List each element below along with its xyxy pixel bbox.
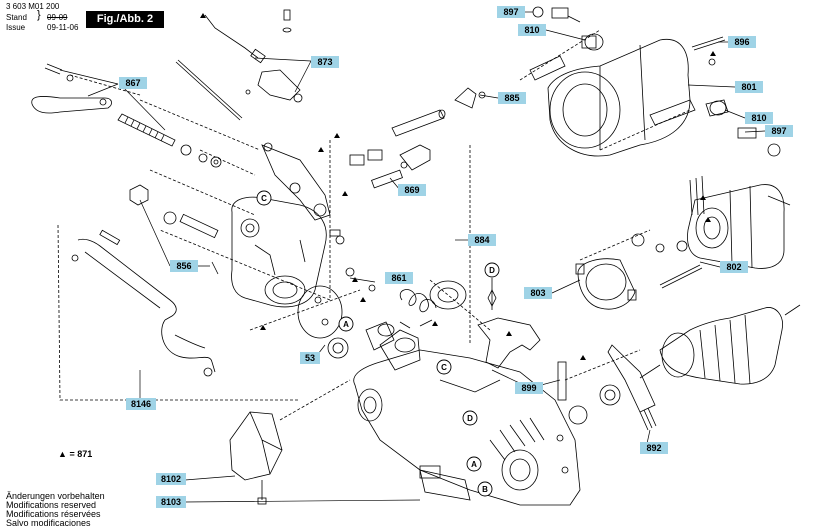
label-896: 896 bbox=[728, 36, 756, 48]
legend: ▲ = 871 bbox=[58, 449, 92, 459]
label-8103: 8103 bbox=[156, 496, 186, 508]
footer-line-4: Salvo modificaciones bbox=[6, 518, 91, 528]
label-810-right: 810 bbox=[745, 112, 773, 124]
shaft-884 bbox=[329, 87, 486, 292]
svg-text:873: 873 bbox=[317, 57, 332, 67]
part-899 bbox=[477, 278, 567, 401]
assembly-lines bbox=[57, 29, 691, 421]
label-899: 899 bbox=[515, 382, 543, 394]
label-869: 869 bbox=[398, 184, 426, 196]
svg-text:867: 867 bbox=[125, 78, 140, 88]
label-810-top: 810 bbox=[518, 24, 546, 36]
parts-856 bbox=[129, 184, 219, 275]
handle-867 bbox=[31, 63, 112, 114]
brush-holders bbox=[532, 6, 781, 157]
callout-a-right: A bbox=[466, 456, 482, 472]
svg-text:897: 897 bbox=[771, 126, 786, 136]
svg-text:C: C bbox=[441, 363, 447, 372]
motor-housing-801 bbox=[529, 36, 726, 157]
svg-text:B: B bbox=[482, 485, 488, 494]
svg-text:884: 884 bbox=[474, 235, 489, 245]
label-892: 892 bbox=[640, 442, 668, 454]
figure-label: Fig./Abb. 2 bbox=[86, 11, 164, 28]
label-53: 53 bbox=[300, 352, 320, 364]
svg-text:A: A bbox=[343, 320, 349, 329]
svg-text:896: 896 bbox=[734, 37, 749, 47]
stand-value: 09-09 bbox=[47, 13, 68, 22]
svg-text:53: 53 bbox=[305, 353, 315, 363]
svg-text:892: 892 bbox=[646, 443, 661, 453]
callout-d-upper: D bbox=[484, 262, 500, 278]
svg-text:810: 810 bbox=[751, 113, 766, 123]
svg-text:D: D bbox=[489, 266, 495, 275]
stand-label: Stand bbox=[6, 13, 27, 22]
label-867: 867 bbox=[119, 77, 147, 89]
brace: } bbox=[37, 9, 41, 21]
svg-text:802: 802 bbox=[726, 262, 741, 272]
svg-text:885: 885 bbox=[504, 93, 519, 103]
triangle-marker-icon: ▲ bbox=[58, 449, 67, 459]
footer-line-2: Modifications reserved bbox=[6, 500, 97, 510]
svg-text:803: 803 bbox=[530, 288, 545, 298]
label-8146: 8146 bbox=[126, 398, 156, 410]
leader-lines bbox=[59, 11, 766, 503]
doc-number: 3 603 M01 200 bbox=[6, 2, 60, 11]
svg-text:A: A bbox=[471, 460, 477, 469]
stator-802 bbox=[631, 175, 791, 289]
label-885: 885 bbox=[498, 92, 526, 104]
threaded-spindle bbox=[117, 113, 222, 168]
armature bbox=[568, 304, 801, 431]
issue-label: Issue bbox=[6, 23, 26, 32]
callout-d-lower: D bbox=[462, 410, 478, 426]
callout-b: B bbox=[477, 481, 493, 497]
svg-text:801: 801 bbox=[741, 82, 756, 92]
label-802: 802 bbox=[720, 261, 748, 273]
callout-a-left: A bbox=[338, 316, 354, 332]
upper-housing bbox=[231, 142, 331, 308]
svg-text:C: C bbox=[261, 194, 267, 203]
svg-text:861: 861 bbox=[391, 273, 406, 283]
svg-text:8103: 8103 bbox=[161, 497, 181, 507]
spring bbox=[365, 289, 437, 351]
label-884: 884 bbox=[468, 234, 496, 246]
svg-text:810: 810 bbox=[524, 25, 539, 35]
svg-text:8102: 8102 bbox=[161, 474, 181, 484]
label-856: 856 bbox=[170, 260, 198, 272]
part-8102 bbox=[229, 411, 283, 505]
disc-53 bbox=[297, 280, 467, 359]
callout-c-lower: C bbox=[436, 359, 452, 375]
svg-text:897: 897 bbox=[503, 7, 518, 17]
label-897-top: 897 bbox=[497, 6, 525, 18]
cable-assembly bbox=[175, 9, 303, 121]
label-803: 803 bbox=[524, 287, 552, 299]
triangle-markers bbox=[200, 13, 716, 360]
cover-803 bbox=[575, 258, 637, 310]
callouts: C C A A B D D bbox=[256, 190, 500, 497]
svg-text:856: 856 bbox=[176, 261, 191, 271]
svg-text:899: 899 bbox=[521, 383, 536, 393]
label-861: 861 bbox=[385, 272, 413, 284]
svg-text:D: D bbox=[467, 414, 473, 423]
callout-c-upper: C bbox=[256, 190, 272, 206]
svg-text:8146: 8146 bbox=[131, 399, 151, 409]
label-897-right: 897 bbox=[765, 125, 793, 137]
legend-text: = 871 bbox=[69, 449, 93, 459]
label-8102: 8102 bbox=[156, 473, 186, 485]
footer-line-3: Modifications réservées bbox=[6, 509, 101, 519]
issue-value: 09-11-06 bbox=[47, 23, 79, 32]
label-873: 873 bbox=[311, 56, 339, 68]
label-801: 801 bbox=[735, 81, 763, 93]
base-8103 bbox=[353, 329, 581, 506]
footer-line-1: Änderungen vorbehalten bbox=[6, 491, 105, 501]
svg-text:869: 869 bbox=[404, 185, 419, 195]
arm-8146 bbox=[71, 229, 216, 377]
